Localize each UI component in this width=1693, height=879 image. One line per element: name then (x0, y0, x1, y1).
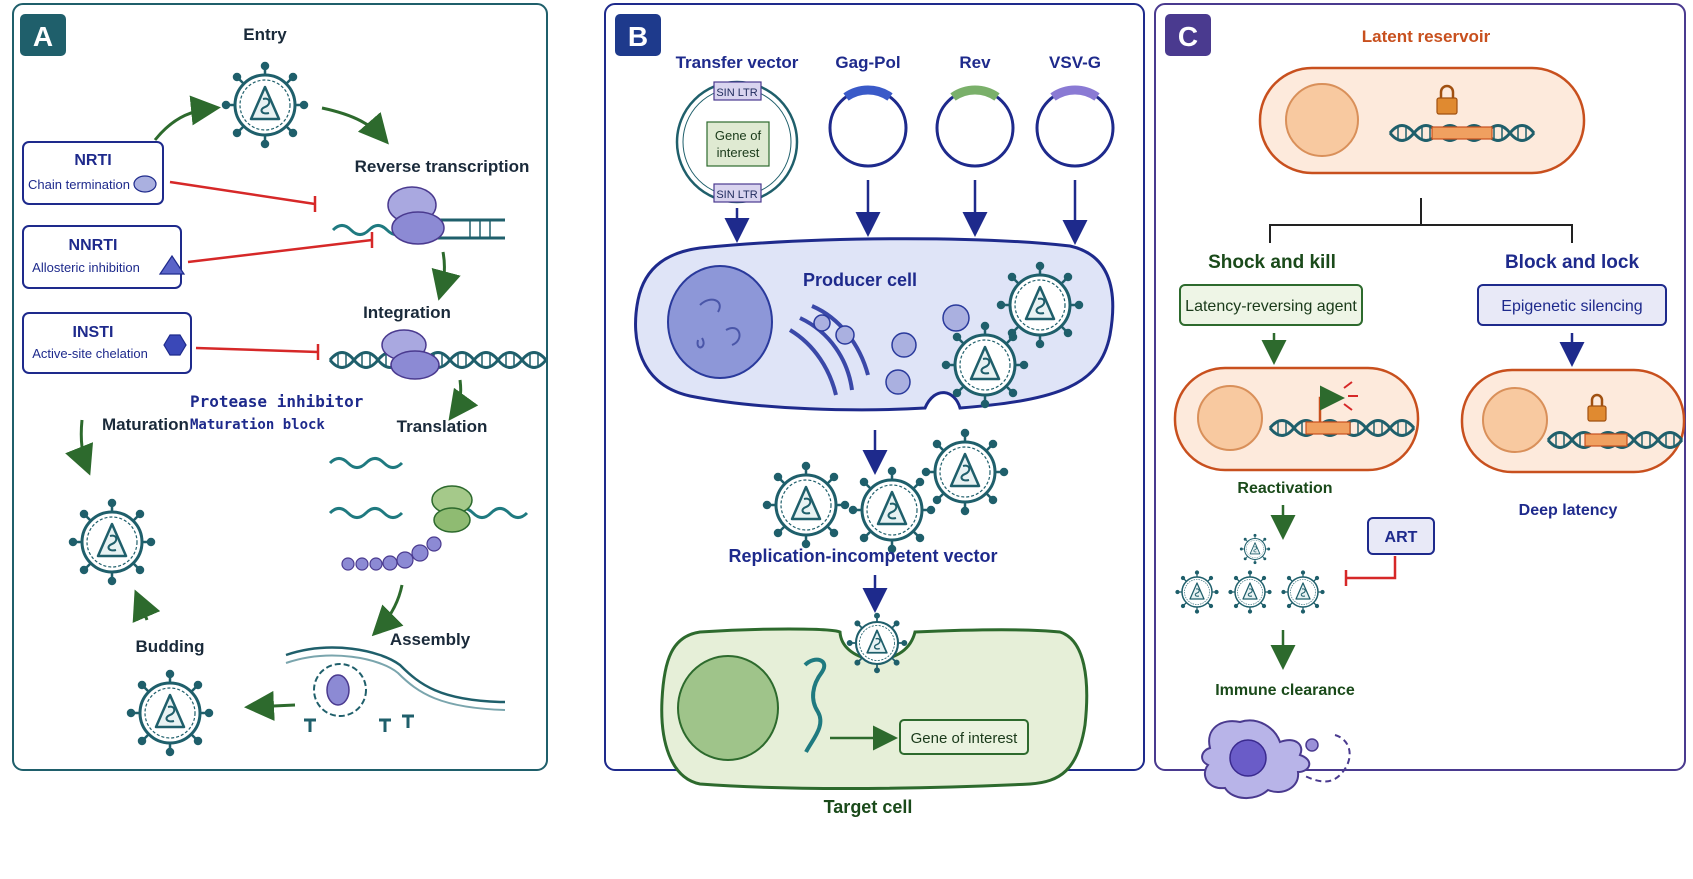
reactivated-cell-icon (1173, 366, 1420, 472)
gagpol-plasmid-icon (828, 85, 908, 168)
sin-ltr-top-box (713, 81, 762, 101)
panel-c-letter: C (1178, 21, 1198, 52)
vector-virion-1-icon (762, 461, 850, 549)
plasmid-rev-label: Rev (959, 53, 991, 72)
reactivation-label: Reactivation (1237, 480, 1332, 497)
integrase-dna-icon (328, 329, 548, 380)
arrow-assembly-to-budding (244, 690, 296, 721)
shock-and-kill-label: Shock and kill (1208, 252, 1336, 273)
branch-connector (1269, 198, 1573, 243)
step-reverse-transcription-label: Reverse transcription (355, 157, 530, 176)
step-translation-label: Translation (397, 417, 488, 436)
panel-b-letter: B (628, 21, 648, 52)
target-goi-label: Gene of interest (911, 730, 1019, 747)
insti-inhibition-line (195, 346, 319, 354)
padlock-icon (1436, 84, 1458, 115)
target-cell-label: Target cell (824, 797, 913, 817)
goi-cassette-box (706, 121, 770, 167)
released-virion-1-icon (1175, 570, 1219, 614)
latent-cell-icon (1258, 66, 1586, 175)
epigenetic-silencing-box (1477, 284, 1667, 326)
insti-subtitle: Active-site chelation (32, 346, 148, 361)
sin-ltr-bottom-box (713, 183, 762, 203)
goi-cassette-line2: interest (717, 145, 760, 160)
deep-latency-label: Deep latency (1519, 502, 1618, 519)
producer-cell-label: Producer cell (803, 270, 917, 290)
nnrti-box (22, 225, 182, 289)
rev-plasmid-icon (935, 85, 1015, 168)
art-inhibition-line (1346, 556, 1397, 580)
target-goi-box (899, 719, 1029, 755)
panel-b-badge (615, 14, 661, 56)
assembly-membrane-icon (285, 646, 506, 732)
nnrti-title: NNRTI (69, 237, 118, 254)
immune-cell-icon (1201, 719, 1351, 799)
arrow-to-entry (153, 95, 221, 141)
arrow-to-maturation (65, 419, 94, 476)
step-integration-label: Integration (363, 303, 451, 322)
vector-virion-3-icon (921, 428, 1009, 516)
art-box (1367, 517, 1435, 555)
producer-virion-icon (941, 321, 1029, 409)
vsvg-plasmid-icon (1035, 85, 1115, 168)
deep-latency-cell-icon (1460, 368, 1686, 474)
nucleoside-analog-icon (133, 175, 157, 193)
plasmid-gagpol-label: Gag-Pol (835, 53, 900, 72)
arrow-translation-to-assembly (371, 584, 404, 637)
goi-cassette-line1: Gene of (715, 128, 762, 143)
released-virion-small-icon (1239, 533, 1271, 565)
target-entering-virion-icon (846, 612, 908, 674)
mature-virion-icon (68, 498, 156, 586)
nrti-inhibition-line (169, 180, 316, 206)
panel-a-letter: A (33, 21, 53, 52)
nnrti-inhibition-line (187, 238, 373, 264)
step-entry-label: Entry (243, 25, 287, 44)
arrow-entry-to-rt (321, 106, 389, 145)
latent-reservoir-label: Latent reservoir (1362, 27, 1491, 46)
plasmid-transfer-label: Transfer vector (676, 53, 799, 72)
immune-clearance-label: Immune clearance (1215, 682, 1355, 699)
panel-c-badge (1165, 14, 1211, 56)
budding-virion-icon (126, 669, 214, 757)
chelator-icon (163, 334, 187, 356)
epigenetic-silencing-label: Epigenetic silencing (1501, 298, 1642, 315)
nrti-box (22, 141, 164, 205)
lra-label: Latency-reversing agent (1185, 298, 1357, 315)
step-budding-label: Budding (136, 637, 205, 656)
insti-title: INSTI (73, 324, 114, 341)
step-assembly-label: Assembly (390, 630, 471, 649)
lra-box (1179, 284, 1363, 326)
reverse-transcriptase-icon (331, 186, 505, 245)
arrow-rt-to-integration (431, 251, 461, 301)
panel-a-badge (20, 14, 66, 56)
step-maturation-label: Maturation (102, 415, 189, 434)
vector-virion-2-icon (848, 466, 936, 554)
protease-inhibitor-subtitle: Maturation block (190, 417, 325, 433)
block-and-lock-label: Block and lock (1505, 252, 1640, 273)
plasmid-vsvg-label: VSV-G (1049, 53, 1101, 72)
ribosome-translation-icon (328, 457, 529, 571)
protease-inhibitor-title: Protease inhibitor (190, 392, 363, 411)
sin-ltr-top-label: SIN LTR (716, 87, 757, 99)
nrti-title: NRTI (74, 152, 111, 169)
nrti-subtitle: Chain termination (28, 177, 130, 192)
arrow-integration-to-translation (448, 379, 479, 421)
nnrti-subtitle: Allosteric inhibition (32, 260, 140, 275)
arrow-budding-to-maturation (132, 589, 161, 623)
art-label: ART (1385, 529, 1418, 546)
insti-box (22, 312, 192, 374)
entry-virion-icon (221, 61, 309, 149)
released-virion-3-icon (1281, 570, 1325, 614)
allosteric-inhibitor-icon (158, 254, 186, 275)
vector-label: Replication-incompetent vector (728, 546, 997, 566)
released-virion-2-icon (1228, 570, 1272, 614)
sin-ltr-bottom-label: SIN LTR (716, 189, 757, 201)
